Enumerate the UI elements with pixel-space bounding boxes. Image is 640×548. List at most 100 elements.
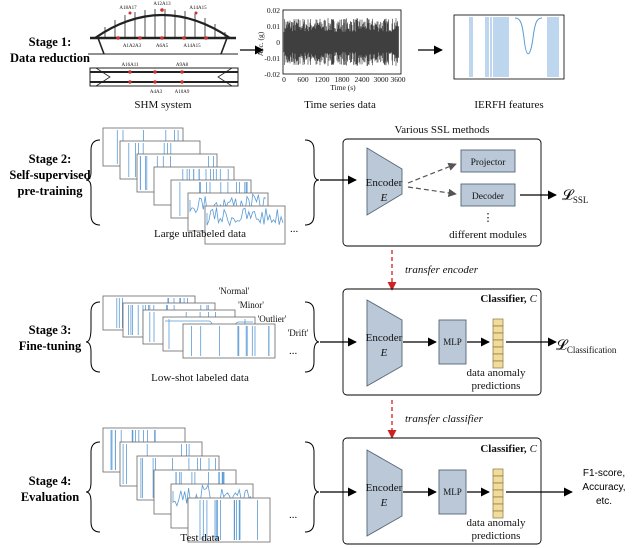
ssl-methods-title: Various SSL methods [395,124,490,136]
sensor-label: A10A9 [175,90,190,95]
labeled-data-stack [102,295,276,359]
encoder-label: Encoder [366,177,403,189]
projector-label: Projector [471,158,507,168]
xtick: 3600 [391,75,406,84]
xtick: 0 [282,75,286,84]
classifier-word: Classifier, [480,293,527,305]
sample-signal [191,326,270,356]
sample-signal [206,207,284,227]
stage-4-label: Stage 4: Evaluation [21,474,79,504]
shm-bridge [88,8,238,55]
encoder-shape [366,449,403,537]
ssl-loss: 𝓛SSL [562,188,588,205]
ssl-panel [342,138,542,247]
loss-subscript: SSL [573,195,589,205]
sensor-label: A9A8 [176,63,189,68]
sensor-label: A1A2A3 [123,44,142,49]
unlabeled-data-label: Large unlabeled data [154,228,246,240]
classification-loss: 𝓛Classification [556,338,617,355]
shm-system-label: SHM system [134,99,192,111]
class-label-minor: 'Minor' [238,300,264,310]
time-series-signal [283,18,399,66]
ellipsis: ... [289,345,298,357]
ytick: 0.02 [267,6,280,15]
test-data-label: Test data [180,532,219,544]
prediction-cell [492,496,504,505]
stage-2-desc: Self-supervised [9,168,90,182]
sample-thumbnail [204,205,286,245]
stage-1-label: Stage 1: Data reduction [10,35,90,65]
dashed-arrow [407,162,457,184]
prediction-cell [492,360,504,369]
sensor-label: A14A15 [183,44,201,49]
mlp-box [438,319,467,365]
ts-xlabel: Time (s) [330,83,356,92]
prediction-cell [492,510,504,519]
sensor-label: A4A3 [150,90,163,95]
transfer-encoder-label: transfer encoder [405,264,479,276]
labeled-data-label: Low-shot labeled data [151,372,249,384]
left-brace [85,139,101,226]
metric-etc: etc. [596,496,612,507]
classifier-title: Classifier,C [480,443,537,455]
classifier-symbol: C [530,293,538,305]
sample-signal [189,193,267,214]
classifier-title: Classifier,C [480,293,537,305]
ierfh-label: IERFH features [474,99,543,111]
classifier-word: Classifier, [480,443,527,455]
prediction-cell [492,325,504,334]
stage-1-title: Stage 1: [29,35,72,49]
prediction-cell [492,318,504,327]
prediction-vector [492,468,504,519]
stage-3-title: Stage 3: [29,323,72,337]
stage-4-title: Stage 4: [29,474,72,488]
ellipsis: ... [290,223,299,235]
sensor-label: A16A11 [121,63,139,68]
encoder-shape [366,299,403,387]
stage-2-desc2: pre-training [17,184,83,198]
prediction-cell [492,353,504,362]
loss-symbol: 𝓛 [562,188,575,204]
xtick: 600 [297,75,309,84]
metric-accuracy: Accuracy, [582,482,625,493]
stage-2-label: Stage 2: Self-supervised pre-training [9,152,90,198]
sample-signal [199,500,258,540]
prediction-label-2: predictions [472,380,521,392]
ellipsis: ... [289,509,298,521]
stage-3-desc: Fine-tuning [19,339,82,353]
stage-2-title: Stage 2: [29,152,72,166]
xtick: 2400 [355,75,370,84]
prediction-cell [492,346,504,355]
class-label-normal: 'Normal' [219,286,250,296]
different-modules-label: different modules [449,229,527,241]
vertical-dots: ⋮ [483,212,494,224]
ytick: -0.01 [264,54,280,63]
prediction-label-2: predictions [472,530,521,542]
ierfh-dip [514,17,543,55]
ierfh-feature-plot [453,14,565,80]
ytick: 0 [276,38,280,47]
prediction-label-1: data anomaly [467,367,526,379]
sensor-label: A12A13 [153,2,171,7]
right-brace [304,139,320,226]
xtick: 1800 [335,75,350,84]
loss-subscript: Classification [567,345,617,355]
mlp-label: MLP [443,487,462,497]
encoder-symbol: E [380,347,388,359]
xtick: 3000 [374,75,389,84]
sensor-label: A18A17 [119,6,137,11]
encoder-shape [366,147,403,216]
stage-1-desc: Data reduction [10,51,90,65]
stage-4-desc: Evaluation [21,490,79,504]
left-brace [85,301,101,373]
shm-deck-plan [89,67,239,87]
prediction-label-1: data anomaly [467,517,526,529]
shm-bridge-labels: A18A17 A12A13 A6A5 A14A15 A1A2A3 A14A15 [119,2,207,49]
decoder-label: Decoder [472,192,505,202]
metric-f1: F1-score, [583,468,625,479]
prediction-cell [492,489,504,498]
prediction-cell [492,332,504,341]
sensor-label: A14A15 [189,6,207,11]
left-brace [85,441,101,533]
prediction-vector [492,318,504,369]
